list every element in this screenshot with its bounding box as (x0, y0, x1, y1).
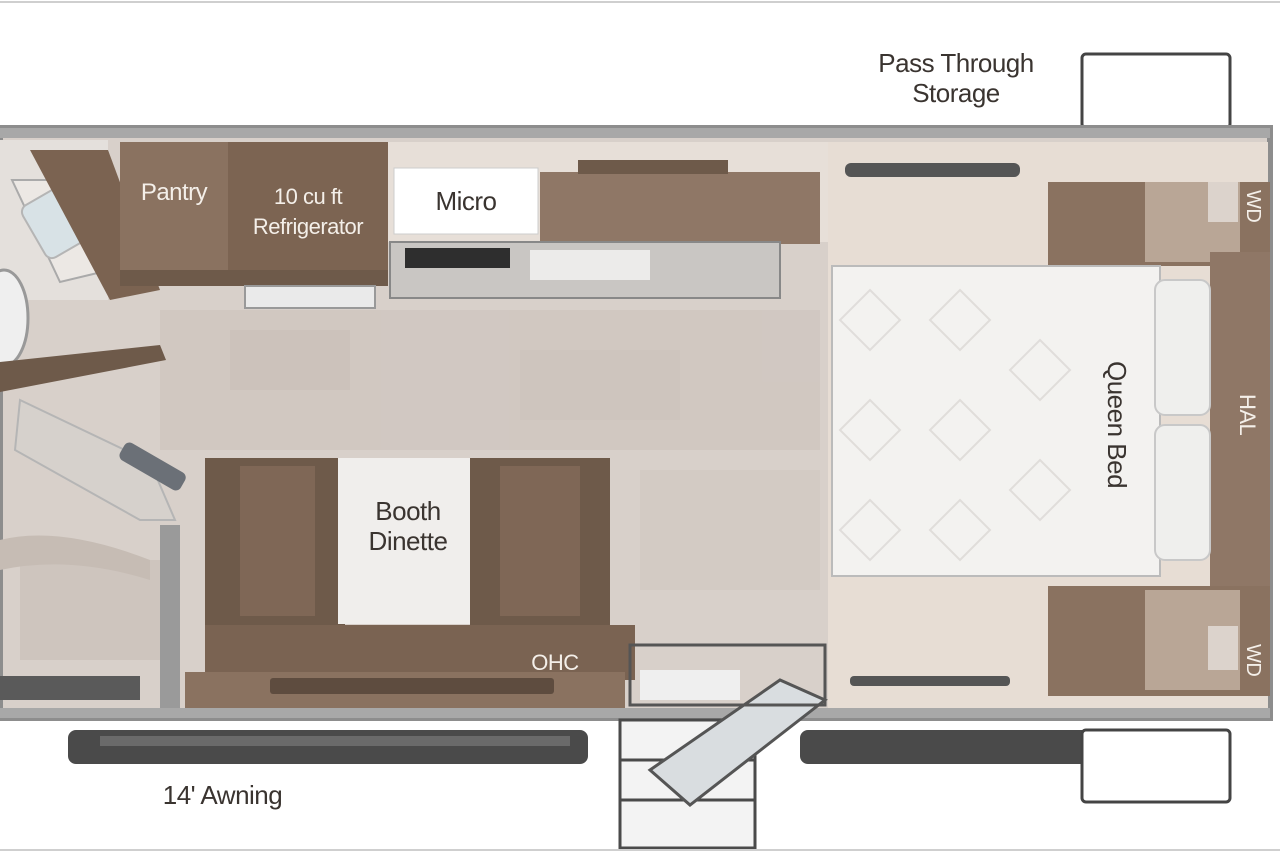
booth-line1: Booth (375, 496, 441, 526)
awning-bar-right (800, 730, 1145, 764)
rear-storage-box (1080, 728, 1232, 804)
fridge-cabinet (228, 142, 388, 282)
fridge-line2: Refrigerator (252, 214, 364, 239)
floor-texture (20, 310, 820, 660)
fridge-line1: 10 cu ft (273, 184, 343, 209)
booth-dinette-label: Booth Dinette (338, 496, 478, 556)
queen-bed-label: Queen Bed (1102, 361, 1132, 489)
queen-bed (831, 265, 1161, 577)
pass-through-storage-box (1080, 52, 1232, 130)
awning-label: 14' Awning (162, 780, 283, 810)
micro-box (393, 167, 539, 235)
fridge-label: 10 cu ft Refrigerator (228, 182, 388, 242)
wardrobe-side (1210, 252, 1270, 602)
pantry-cabinet (120, 142, 228, 282)
ohc-label: OHC (531, 650, 579, 675)
pass-through-label: Pass Through Storage (836, 48, 1076, 108)
pass-through-line1: Pass Through (878, 48, 1034, 78)
wardrobe-mid-label: HAL (1235, 394, 1260, 436)
micro-label: Micro (435, 186, 497, 216)
dinette-table (338, 458, 478, 624)
wardrobe-bottom-label: WD (1242, 643, 1264, 677)
pillow-bottom (1154, 424, 1211, 561)
door-swing (0, 345, 166, 392)
wardrobe-top-label: WD (1242, 189, 1264, 223)
pantry-label: Pantry (140, 179, 208, 206)
pass-through-line2: Storage (912, 78, 1000, 108)
pillow-top (1154, 279, 1211, 416)
booth-line2: Dinette (368, 526, 448, 556)
awning-bar-left (68, 730, 588, 764)
